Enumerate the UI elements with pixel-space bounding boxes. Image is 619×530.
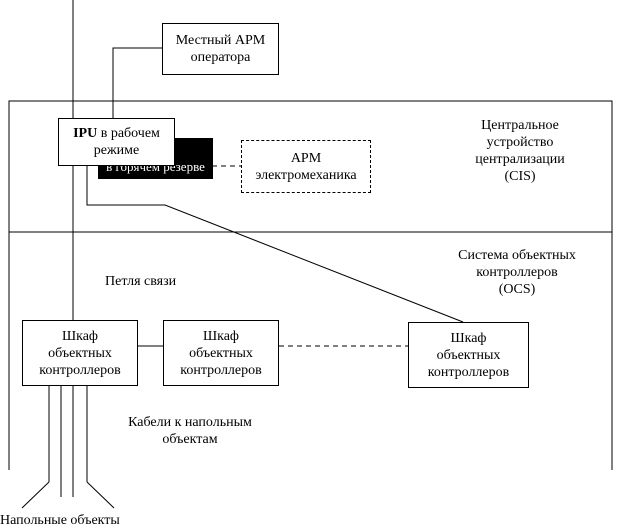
cables-label: Кабели к напольным объектам bbox=[100, 414, 280, 448]
cabinet-1-line3: контроллеров bbox=[39, 362, 121, 378]
cabinet-1-line2: объектных bbox=[48, 345, 112, 361]
ocs-label-line3: (OCS) bbox=[498, 282, 536, 297]
cis-label: Центральное устройство централизации (CI… bbox=[440, 117, 600, 185]
ocs-label: Система объектных контроллеров (OCS) bbox=[432, 247, 602, 298]
cis-label-line3: централизации bbox=[475, 152, 565, 167]
arm-electromechanic-box: АРМ электромеханика bbox=[241, 140, 371, 193]
cable-fan-left bbox=[21, 481, 50, 509]
local-arm-box: Местный АРМ оператора bbox=[162, 23, 279, 75]
arm-electro-line1: АРМ bbox=[290, 150, 322, 166]
cabinet-3-line3: контроллеров bbox=[427, 364, 510, 380]
ipu-active-line2: режиме bbox=[93, 143, 140, 158]
ipu-active-bold: IPU bbox=[73, 126, 98, 141]
arm-electro-line2: электромеханика bbox=[255, 167, 357, 183]
cabinet-3: Шкаф объектных контроллеров bbox=[408, 322, 529, 388]
cables-label-line1: Кабели к напольным bbox=[128, 415, 252, 430]
ipu-active-box: IPU в рабочем режиме bbox=[58, 118, 175, 166]
cabinet-2-line1: Шкаф bbox=[203, 328, 239, 344]
cabinet-1: Шкаф объектных контроллеров bbox=[22, 320, 138, 386]
cis-label-line4: (CIS) bbox=[504, 169, 536, 184]
loop-label: Петля связи bbox=[105, 274, 177, 289]
local-arm-line1: Местный АРМ bbox=[175, 33, 266, 48]
cables-label-line2: объектам bbox=[162, 432, 218, 447]
cabinet-1-line1: Шкаф bbox=[62, 328, 98, 344]
cabinet-3-line2: объектных bbox=[436, 347, 501, 363]
cabinet-3-line1: Шкаф bbox=[450, 330, 487, 346]
ipu-to-cabinet-link bbox=[86, 166, 464, 323]
ipu-active-rest: в рабочем bbox=[97, 126, 160, 141]
local-arm-line2: оператора bbox=[190, 50, 251, 65]
ocs-label-line1: Система объектных bbox=[458, 248, 576, 263]
cable-fan-right bbox=[86, 481, 115, 509]
ocs-label-line2: контроллеров bbox=[476, 265, 558, 280]
cis-label-line2: устройство bbox=[486, 135, 554, 150]
cabinet-2-line2: объектных bbox=[189, 345, 253, 361]
cis-label-line1: Центральное bbox=[481, 118, 559, 133]
cabinet-2-line3: контроллеров bbox=[180, 362, 262, 378]
local-arm-link bbox=[112, 47, 162, 118]
cabinet-2: Шкаф объектных контроллеров bbox=[163, 320, 279, 386]
field-objects-label: Напольные объекты bbox=[0, 513, 120, 528]
